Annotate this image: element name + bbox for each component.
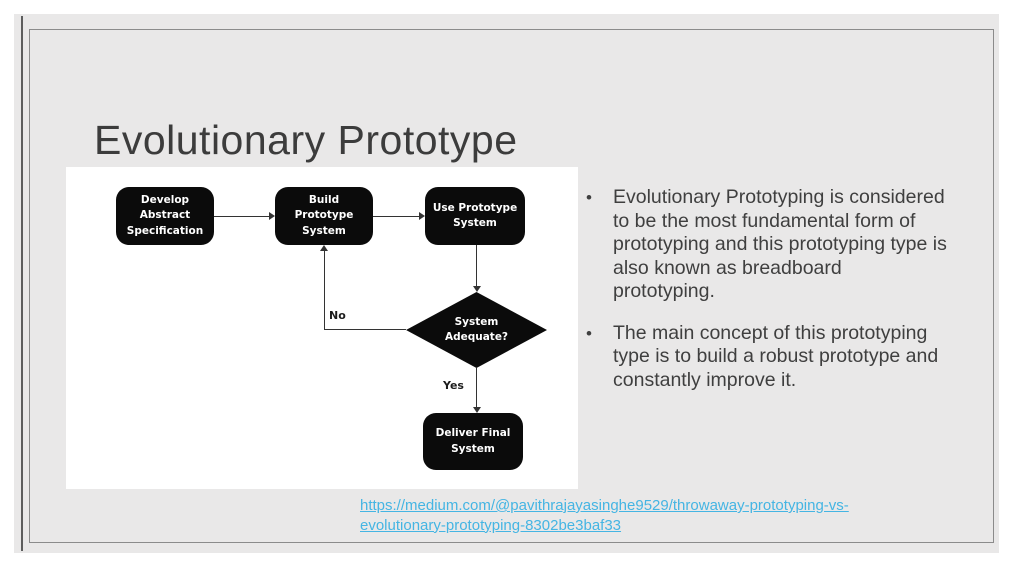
connector-yes-to-deliver [476,368,477,407]
connector-use-to-decision [476,245,477,286]
connector-no-horizontal [324,329,406,330]
connector-build-to-use [373,216,419,217]
slide: Evolutionary Prototype Develop Abstract … [14,14,999,553]
flowchart-node-use-prototype-system: Use Prototype System [425,187,525,245]
edge-label-yes: Yes [443,379,464,392]
arrowhead-icon [473,286,481,292]
flowchart-decision-system-adequate: System Adequate? [406,292,547,368]
bullet-text: The main concept of this prototyping typ… [613,321,939,391]
flowchart-node-deliver-final-system: Deliver Final System [423,413,523,470]
bullet-marker: • [586,323,592,343]
bullet-list: • Evolutionary Prototyping is considered… [586,186,1006,392]
flowchart-node-develop-abstract-specification: Develop Abstract Specification [116,187,214,245]
slide-frame-border [29,29,994,543]
flowchart-panel: Develop Abstract Specification Build Pro… [66,167,578,489]
bullet-item: • The main concept of this prototyping t… [586,322,1006,393]
page-title: Evolutionary Prototype [94,117,518,164]
bullet-marker: • [586,188,592,207]
arrowhead-icon [473,407,481,413]
source-link[interactable]: https://medium.com/@pavithrajayasinghe95… [360,497,849,534]
connector-no-vertical [324,251,325,330]
flowchart-node-build-prototype-system: Build Prototype System [275,187,373,245]
bullet-item: • Evolutionary Prototyping is considered… [586,186,1006,304]
edge-label-no: No [329,309,346,322]
bullet-text: Evolutionary Prototyping is considered t… [613,186,947,302]
arrowhead-icon [419,212,425,220]
left-accent-line [21,16,23,551]
connector-develop-to-build [214,216,269,217]
arrowhead-icon [320,245,328,251]
arrowhead-icon [269,212,275,220]
